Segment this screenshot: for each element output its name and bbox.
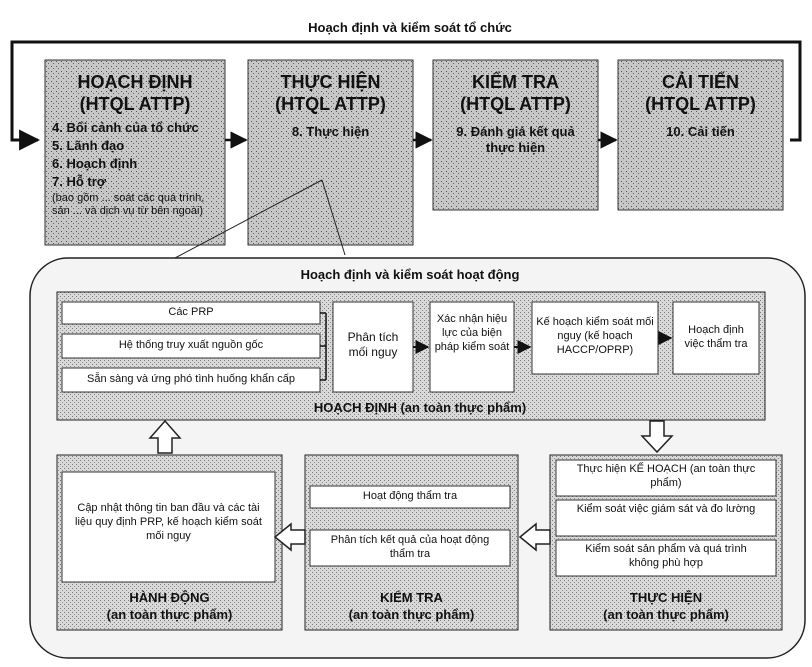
stage-box-check [432,59,599,211]
do-item-box-1 [555,459,777,497]
validation-box [429,301,515,393]
stage-plan-title: HOẠCH ĐỊNH [77,72,193,92]
stage-act-subtitle: (HTQL ATTP) [645,94,756,114]
prp-list-box-2 [61,333,321,359]
stage-plan-item-5: 5. Lãnh đạo [52,138,125,153]
do-item-box-3 [555,539,777,577]
ops-panel-title: Hoạch định và kiểm soát hoạt động [300,267,520,282]
stage-plan-note: (bao gồm ... soát các quá trình, sản ...… [52,192,205,218]
stage-box-plan [44,59,226,246]
do-item-1: Thực hiện KẾ HOẠCH (an toàn thực phẩm) [576,463,756,489]
do-item-2: Kiểm soát việc giám sát và đo lường [576,503,756,515]
do-item-3: Kiểm soát sản phẩm và quá trình không ph… [585,543,747,569]
stage-act-item-10: 10. Cải tiến [666,124,735,139]
validation-label: Xác nhận hiệu lực của biện pháp kiểm soá… [434,313,510,353]
stage-box-act [617,59,784,211]
stage-box-do [247,59,414,246]
stage-plan-item-6: 6. Hoạch định [52,156,138,171]
verification-plan-label: Hoạch định việc thẩm tra [684,324,748,350]
check-item-box-2 [309,529,511,567]
verification-box [672,301,760,375]
check-item-box-1 [309,485,511,509]
stage-do-item-8: 8. Thực hiện [291,124,370,139]
act-update-label: Cập nhật thông tin ban đầu và các tài li… [75,502,262,542]
do-footer-line2: (an toàn thực phẩm) [603,607,729,622]
prp-item-1: Các PRP [168,306,214,318]
act-text-box [61,471,276,583]
check-footer-line1: KIỂM TRA [380,590,443,605]
stage-plan-subtitle: (HTQL ATTP) [79,94,191,114]
hazard-analysis-label: Phân tích mối nguy [347,330,399,359]
stage-check-item-9: 9. Đánh giá kết quả thực hiện [456,124,575,155]
stage-plan-item-4: 4. Bối cảnh của tổ chức [52,120,199,135]
do-item-box-2 [555,499,777,537]
org-planning-title: Hoạch định và kiểm soát tổ chức [308,20,512,35]
check-footer-line2: (an toàn thực phẩm) [348,607,475,622]
stage-check-subtitle: (HTQL ATTP) [460,94,571,114]
zoom-lines [174,179,346,259]
act-footer-line1: HÀNH ĐỘNG [129,590,210,605]
plan-footer-label: HOẠCH ĐỊNH (an toàn thực phẩm) [313,400,527,415]
top-loop-arrow [10,40,802,151]
cycle-arrows [148,419,674,552]
check-item-1: Hoạt động thẩm tra [362,490,458,502]
stage-plan-item-7: 7. Hỗ trợ [52,174,107,189]
check-item-2: Phân tích kết quả của hoạt động thẩm tra [330,534,490,560]
stage-do-subtitle: (HTQL ATTP) [275,94,386,114]
prp-list-box-3 [61,367,321,393]
do-footer-line1: THỰC HIỆN [629,590,703,605]
hazard-plan-label: Kế hoạch kiểm soát mối nguy (kế hoạch HA… [536,316,654,356]
stage-check-title: KIỂM TRA [472,72,559,92]
stage-act-title: CẢI TIẾN [661,72,739,92]
act-footer-line2: (an toàn thực phẩm) [106,607,233,622]
stage-do-title: THỰC HIỆN [280,72,381,92]
prp-item-2: Hệ thống truy xuất nguồn gốc [118,339,264,351]
hazard-plan-box [531,301,659,375]
list-bracket [320,312,327,381]
prp-item-3: Sẵn sàng và ứng phó tình huống khẩn cấp [87,373,295,385]
plan-arrows [413,331,673,354]
